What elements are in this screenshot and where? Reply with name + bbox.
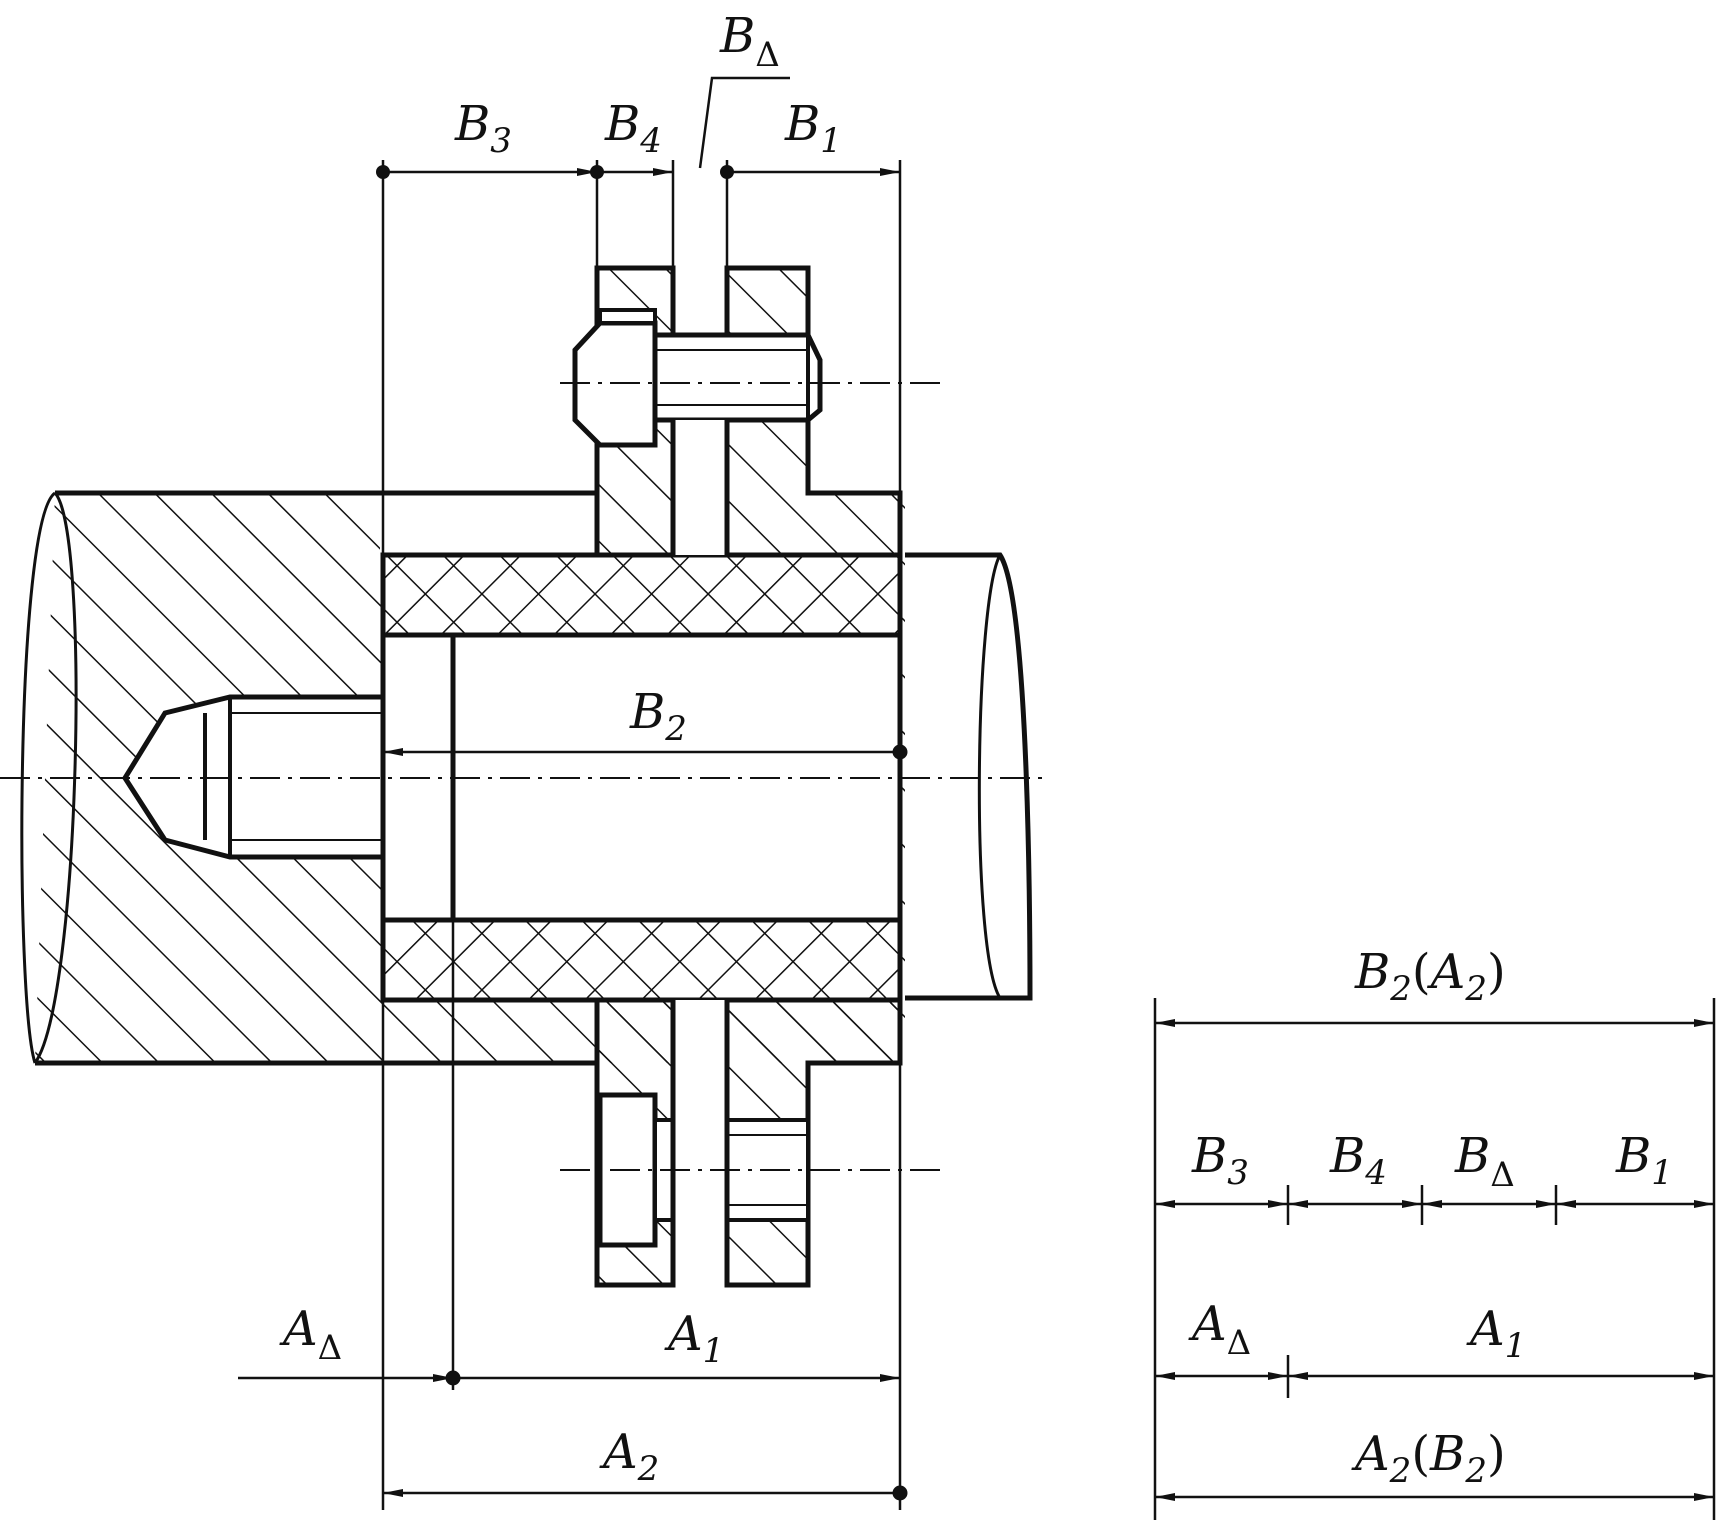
upper-bolt xyxy=(572,308,823,555)
label-bdelta: BΔ xyxy=(719,8,780,75)
label-adelta: AΔ xyxy=(279,1301,342,1368)
upper-dimension-line xyxy=(383,76,900,176)
chain-b4-label: B4 xyxy=(1329,1128,1387,1193)
chain-b2-a2-label: B2(A2) xyxy=(1354,944,1506,1009)
label-a2: A2 xyxy=(599,1424,659,1489)
label-b2: B2 xyxy=(629,684,687,749)
chain-labels: B2(A2) B3 B4 BΔ B1 AΔ A1 A2(B2) xyxy=(1188,944,1673,1491)
lower-dimension-lines xyxy=(238,1374,900,1497)
chain-bdelta-label: BΔ xyxy=(1454,1128,1515,1195)
chain-a1-label: A1 xyxy=(1466,1301,1526,1366)
b2-dimension-dot xyxy=(892,744,908,760)
assembly-section xyxy=(0,76,1050,1510)
label-b4: B4 xyxy=(604,96,662,161)
upper-dimension-dots xyxy=(376,165,734,179)
dimension-chain-diagram xyxy=(1153,998,1716,1520)
chain-b3-label: B3 xyxy=(1191,1128,1249,1193)
chain-adelta-label: AΔ xyxy=(1188,1296,1251,1363)
label-b1: B1 xyxy=(784,96,842,161)
label-b3: B3 xyxy=(454,96,512,161)
a1-dimension-dot xyxy=(445,1370,461,1386)
label-a1: A1 xyxy=(664,1306,724,1371)
lower-bolt xyxy=(597,1000,810,1285)
right-shaft xyxy=(905,552,1033,1001)
a2-dimension-dot xyxy=(892,1485,908,1501)
drawing-labels: B3 B4 B1 BΔ B2 AΔ A1 A2 xyxy=(279,8,842,1489)
chain-a2-b2-label: A2(B2) xyxy=(1351,1426,1506,1491)
chain-b1-label: B1 xyxy=(1615,1128,1673,1193)
center-lines xyxy=(0,382,1050,1171)
sleeve xyxy=(380,552,903,1003)
